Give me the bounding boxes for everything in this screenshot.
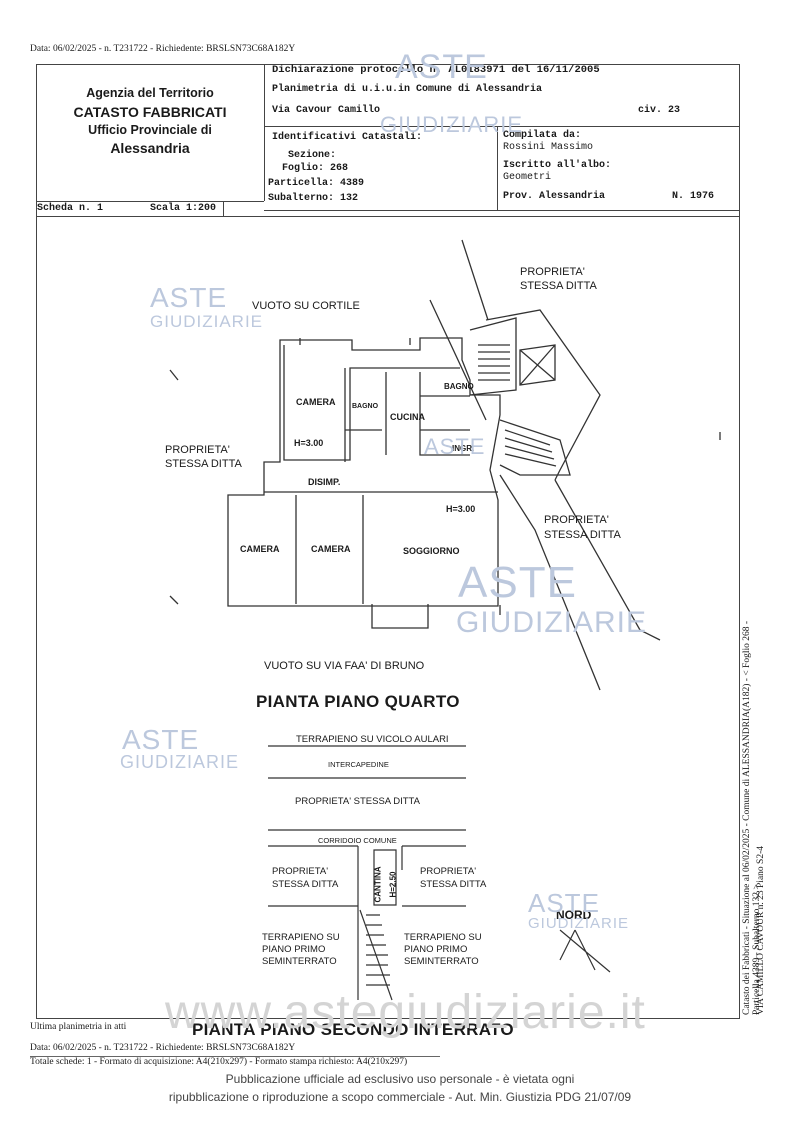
foglio-field: Foglio: 268 [282, 163, 349, 174]
iscritto-label: Iscritto all'albo: [503, 160, 612, 171]
terrapieno-l-line1: TERRAPIENO SU [262, 932, 340, 943]
room-ingresso: INGR. [452, 444, 475, 453]
scale-label: Scala 1:200 [150, 203, 217, 214]
watermark-site: www.astegiudiziarie.it [165, 986, 646, 1039]
room-cucina: CUCINA [390, 412, 425, 422]
civic-number: civ. 23 [638, 105, 681, 116]
compilata-label: Compilata da: [503, 130, 582, 141]
publication-notice-2: ripubblicazione o riproduzione a scopo c… [168, 1090, 632, 1104]
height-label: H=3.00 [294, 438, 324, 448]
address-text: Via Cavour Camillo [272, 105, 381, 116]
side-text-line2: VIA CAMILLO CAVOUR n. 23 Piano S2-4 [756, 846, 766, 1015]
height-label: H=3.00 [446, 504, 476, 514]
watermark-aste: ASTE [395, 48, 488, 86]
room-disimpegno: DISIMP. [308, 477, 341, 487]
declaration-text: Dichiarazione protocollo n. AL0183971 de… [272, 64, 600, 76]
terrapieno-l-line3: SEMINTERRATO [262, 956, 337, 967]
albo-value: Geometri [503, 172, 552, 183]
watermark-giudiziarie: GIUDIZIARIE [380, 112, 524, 137]
footer-request-line: Data: 06/02/2025 - n. T231722 - Richiede… [30, 1043, 296, 1053]
terrapieno-r-line2: PIANO PRIMO [404, 944, 468, 955]
property-l-line1: PROPRIETA' [272, 866, 329, 877]
terrapieno-r-line1: TERRAPIENO SU [404, 932, 482, 943]
room-soggiorno: SOGGIORNO [403, 546, 460, 556]
title-piano-interrato: PIANTA PIANO SECONDO INTERRATO [192, 1020, 514, 1039]
title-piano-quarto: PIANTA PIANO QUARTO [256, 692, 460, 711]
cantina-label: CANTINA [373, 866, 383, 903]
compiler-name: Rossini Massimo [503, 142, 594, 153]
header-divider [223, 201, 224, 216]
terrapieno-vicolo-label: TERRAPIENO SU VICOLO AULARI [296, 734, 449, 745]
particella-field: Particella: 4389 [268, 178, 365, 189]
catasto-title: CATASTO FABBRICATI [73, 104, 227, 120]
header-divider [36, 216, 740, 217]
province-field: Prov. Alessandria [503, 191, 606, 202]
albo-number: N. 1976 [672, 191, 715, 202]
watermark-giudiziarie: GIUDIZIARIE [528, 915, 630, 932]
property-r-line1: PROPRIETA' [420, 866, 477, 877]
property-r-line2: STESSA DITTA [420, 879, 487, 890]
property-e-line1: PROPRIETA' [544, 514, 609, 526]
watermark-giudiziarie: GIUDIZIARIE [120, 752, 240, 772]
vuoto-via-label: VUOTO SU VIA FAA' DI BRUNO [264, 660, 425, 672]
proprieta-stessa-label: PROPRIETA' STESSA DITTA [295, 796, 420, 807]
intercapedine-label: INTERCAPEDINE [328, 760, 389, 769]
office-name: Ufficio Provinciale di [88, 123, 212, 137]
top-request-line: Data: 06/02/2025 - n. T231722 - Richiede… [30, 44, 296, 54]
scheda-number: Scheda n. 1 [37, 203, 104, 214]
office-city: Alessandria [110, 140, 190, 156]
watermark-aste: ASTE [424, 434, 486, 459]
header-divider [264, 126, 740, 127]
property-ne-line1: PROPRIETA' [520, 266, 585, 278]
sezione-field: Sezione: [288, 150, 337, 161]
room-camera-1: CAMERA [296, 397, 336, 407]
footer-divider [30, 1056, 440, 1057]
property-l-line2: STESSA DITTA [272, 879, 339, 890]
agency-name: Agenzia del Territorio [86, 86, 214, 100]
property-w-line2: STESSA DITTA [165, 458, 242, 470]
room-camera-3: CAMERA [311, 544, 351, 554]
vuoto-cortile-label: VUOTO SU CORTILE [252, 300, 360, 312]
planimetry-text: Planimetria di u.i.u.in Comune di Alessa… [272, 84, 543, 95]
header-divider [497, 126, 498, 210]
watermark-aste: ASTE [150, 282, 228, 313]
header-divider [264, 64, 265, 201]
subalterno-field: Subalterno: 132 [268, 193, 359, 204]
agency-block: Agenzia del Territorio CATASTO FABBRICAT… [36, 64, 264, 201]
ident-title: Identificativi Catastali: [272, 132, 423, 143]
publication-notice-1: Pubblicazione ufficiale ad esclusivo uso… [225, 1072, 575, 1086]
corridoio-comune-label: CORRIDOIO COMUNE [318, 836, 397, 845]
header-divider [36, 201, 264, 202]
header-divider [264, 210, 740, 211]
height-label: H=2.50 [388, 871, 398, 898]
watermark-aste: ASTE [458, 558, 577, 607]
room-camera-2: CAMERA [240, 544, 280, 554]
watermark-giudiziarie: GIUDIZIARIE [456, 606, 648, 639]
watermark-giudiziarie: GIUDIZIARIE [150, 312, 264, 331]
property-w-line1: PROPRIETA' [165, 444, 230, 456]
property-e-line2: STESSA DITTA [544, 529, 621, 541]
room-bagno-1: BAGNO [352, 403, 379, 410]
footer-totale: Totale schede: 1 - Formato di acquisizio… [30, 1057, 408, 1067]
terrapieno-r-line3: SEMINTERRATO [404, 956, 479, 967]
terrapieno-l-line2: PIANO PRIMO [262, 944, 326, 955]
property-ne-line2: STESSA DITTA [520, 280, 597, 292]
ultima-planimetria: Ultima planimetria in atti [30, 1022, 127, 1032]
north-label: NORD [556, 908, 592, 922]
room-bagno-2: BAGNO [444, 382, 474, 391]
watermark-aste: ASTE [122, 724, 200, 755]
watermark-aste: ASTE [528, 888, 600, 918]
document-frame [36, 64, 740, 1019]
